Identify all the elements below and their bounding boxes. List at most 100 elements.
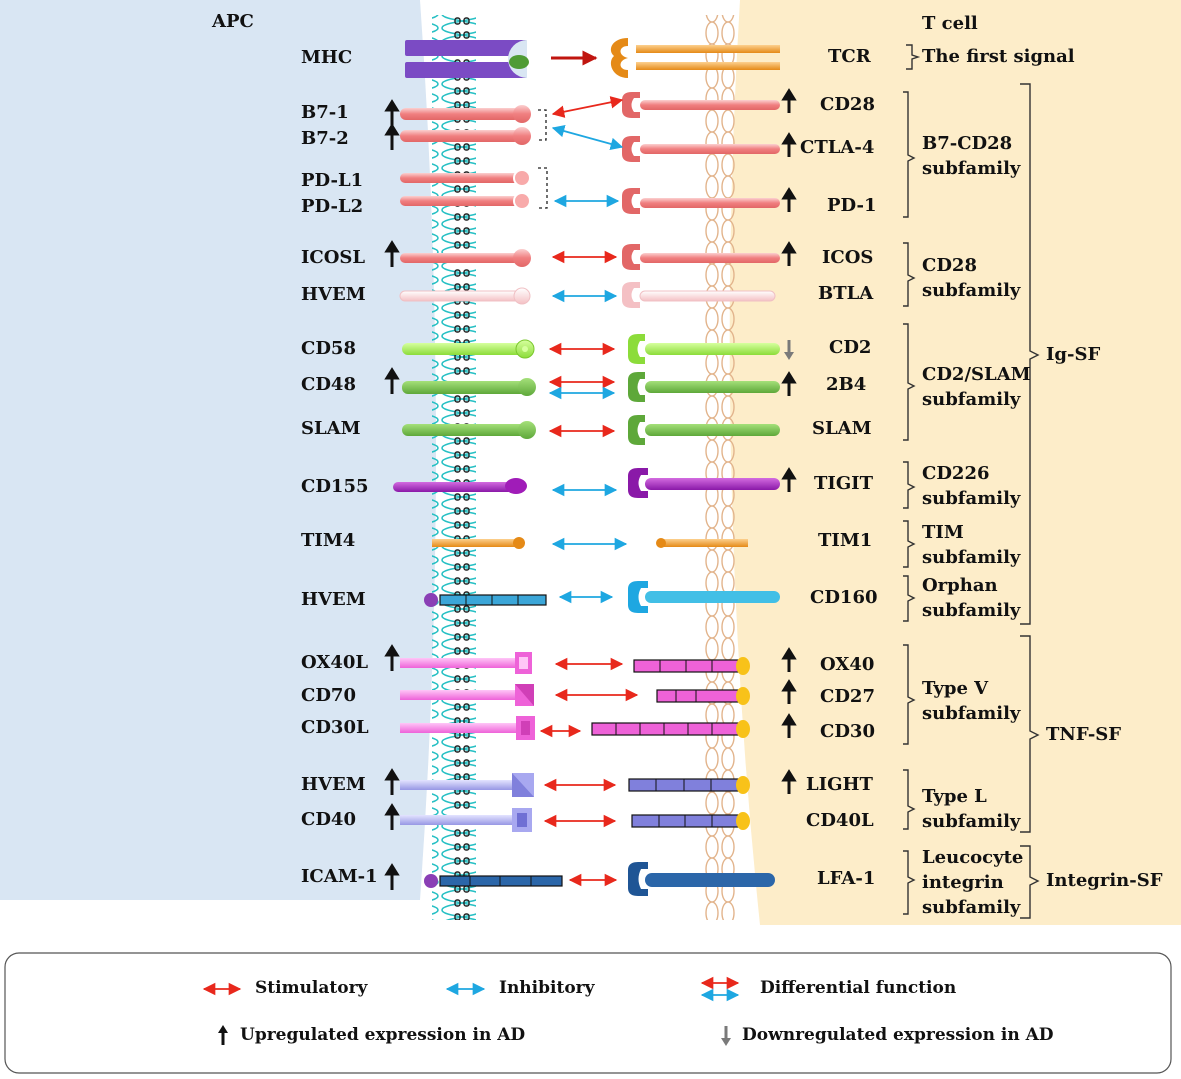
apc-label-hvem-3: HVEM [301,774,366,795]
legend-inhibitory-label: Inhibitory [499,978,595,998]
apc-label-cd30l: CD30L [301,717,369,738]
legend-stimulatory-label: Stimulatory [255,978,368,998]
legend-box [4,952,1172,1074]
apc-label-mhc: MHC [301,47,353,68]
lfa-1-receptor [628,862,775,896]
cd28-receptor [622,92,780,118]
tcell-downregulation-arrow [784,340,794,360]
icosl-ligand [400,249,531,267]
apc-label-b7-1: B7-1 [301,102,349,123]
tcell-label-slam: SLAM [812,418,872,439]
apc-label-hvem: HVEM [301,284,366,305]
apc-label-icosl: ICOSL [301,247,366,268]
legend-differential-label: Differential function [760,978,957,998]
tcell-label-pd-1: PD-1 [827,195,877,216]
tcell-label-tigit: TIGIT [814,473,874,494]
apc-label-cd58: CD58 [301,338,356,359]
hvem-ligand-cd160 [424,593,547,607]
tcell-label-tim1: TIM1 [818,530,873,551]
tcell-label-cd27: CD27 [820,686,875,707]
apc-label-icam-1: ICAM-1 [301,866,378,887]
pd-l1-ligand [400,169,531,187]
icos-receptor [622,244,780,270]
legend-upregulated-arrow [218,1025,228,1045]
tcr-molecule [610,38,780,78]
apc-label-slam: SLAM [301,418,361,439]
light-receptor [628,776,750,794]
superfamily-tnf-sf: TNF-SF [1046,724,1122,745]
tcell-label-light: LIGHT [806,774,873,795]
cd160-receptor [628,581,780,613]
hvem-ligand-btla [399,287,531,305]
hvem-ligand-light [400,773,534,797]
tcell-label-cd28: CD28 [820,94,875,115]
apc-upregulation-arrows [384,99,400,890]
tcell-label-btla: BTLA [818,283,874,304]
cd58-ligand [402,339,535,359]
tcell-title: T cell [922,13,978,34]
apc-title: APC [212,11,254,32]
legend-downregulated-arrow [721,1026,731,1046]
apc-label-cd70: CD70 [301,685,356,706]
tcell-label-cd30: CD30 [820,721,875,742]
ctla-4-receptor [622,136,780,162]
tcell-label-tcr: TCR [828,46,871,67]
first-signal-label: The first signal [922,46,1075,67]
apc-cell-background [0,0,436,900]
superfamily-integrin-sf: Integrin-SF [1046,870,1163,891]
cd40l-receptor [631,812,750,830]
cd2-receptor [628,334,780,364]
interaction-arrows [539,96,639,887]
apc-label-cd48: CD48 [301,374,356,395]
apc-label-b7-2: B7-2 [301,128,349,149]
icam-1-ligand [424,874,563,888]
cd48-ligand [402,378,536,396]
legend-differential-arrows [700,976,740,1002]
tcell-background [729,0,1181,925]
b7-1-ligand [400,105,531,123]
apc-label-ox40l: OX40L [301,652,369,673]
cd40-ligand [400,808,532,832]
cd70-ligand [400,684,534,706]
cd30-receptor [591,720,750,738]
group-braces [903,44,1040,919]
pd-l2-ligand [400,192,531,210]
cd30l-ligand [400,716,535,740]
apc-label-pd-l2: PD-L2 [301,196,364,217]
tim1-receptor [656,538,748,548]
apc-label-tim4: TIM4 [301,530,356,551]
apc-label-cd40: CD40 [301,809,356,830]
b7-2-ligand [400,127,531,145]
slam-receptor [628,415,780,445]
mhc-molecule [405,40,529,78]
legend-upregulated-label: Upregulated expression in AD [240,1025,526,1045]
tcell-membrane [704,15,736,920]
tcell-label-2b4: 2B4 [826,374,867,395]
pd-1-receptor [622,188,780,214]
cd27-receptor [656,687,750,705]
tcell-label-ox40: OX40 [820,654,875,675]
apc-label-hvem-2: HVEM [301,589,366,610]
pd-l-pair-bracket [538,167,548,209]
btla-receptor [622,282,776,308]
b7-pair-bracket [538,109,547,141]
tcell-upregulation-arrows [781,88,797,794]
legend-downregulated-label: Downregulated expression in AD [742,1025,1054,1045]
ox40l-ligand [400,652,532,674]
slam-ligand [402,421,536,439]
tcell-label-cd160: CD160 [810,587,878,608]
cd155-ligand [393,478,527,494]
tcell-label-icos: ICOS [822,247,874,268]
superfamily-ig-sf: Ig-SF [1046,344,1101,365]
tcell-label-ctla-4: CTLA-4 [800,137,875,158]
tigit-receptor [628,468,780,498]
